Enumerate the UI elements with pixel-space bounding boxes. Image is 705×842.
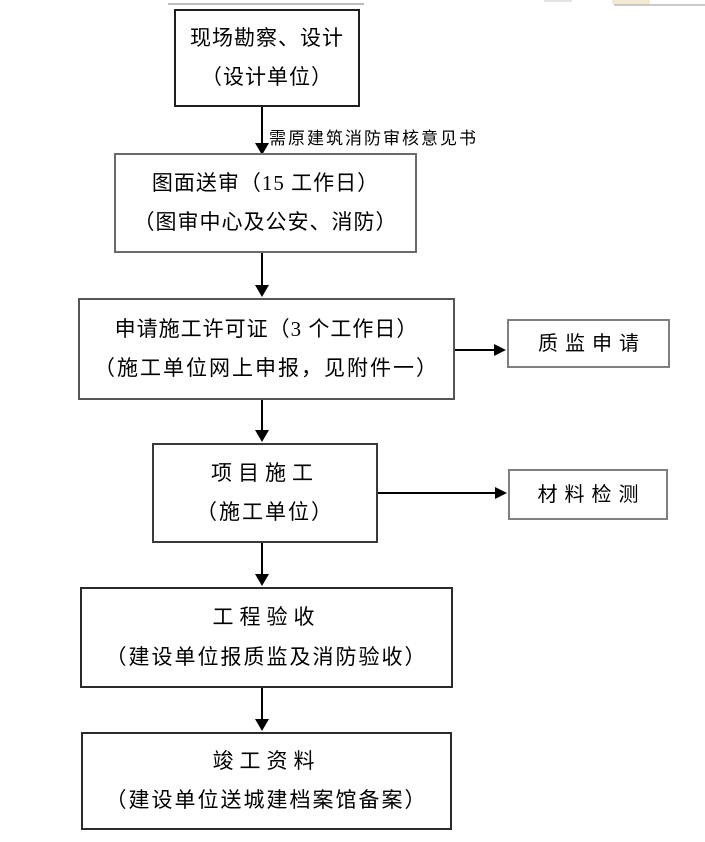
top-edge-artifact-dash (544, 0, 572, 2)
edge-label-fire-review-note: 需原建筑消防审核意见书 (269, 129, 478, 148)
arrowhead-right-icon (494, 344, 506, 356)
flow-node-subtitle: （建设单位送城建档案馆备案） (105, 787, 428, 812)
flow-node-label: 材料检测 (537, 483, 646, 506)
flow-node-title: 现场勘察、设计 (190, 26, 344, 51)
flow-node-title: 申请施工许可证（3 个工作日） (114, 316, 419, 341)
arrowhead-down-icon (255, 143, 269, 155)
flow-node-title: 图面送审（15 工作日） (151, 171, 380, 195)
arrow-construction-to-acceptance (261, 543, 263, 575)
flow-node-subtitle: （建设单位报质监及消防验收） (105, 644, 428, 669)
flow-node-project-acceptance: 工程验收 （建设单位报质监及消防验收） (80, 587, 453, 688)
flow-node-quality-supervision-application: 质监申请 (507, 319, 670, 368)
top-edge-artifact-line (168, 3, 364, 5)
flow-node-completion-archive: 竣工资料 （建设单位送城建档案馆备案） (81, 732, 452, 830)
arrowhead-down-icon (255, 285, 269, 297)
flow-node-subtitle: （施工单位） (196, 500, 334, 524)
arrow-construction-to-material-testing (378, 492, 496, 494)
flow-node-subtitle: （图审中心及公安、消防） (133, 210, 398, 234)
arrow-permit-to-construction (261, 400, 263, 431)
flow-node-title: 工程验收 (212, 605, 321, 630)
flow-node-title: 项目施工 (211, 461, 319, 485)
top-edge-artifact-line-right (614, 4, 705, 6)
flow-node-drawing-review: 图面送审（15 工作日） （图审中心及公安、消防） (114, 153, 417, 253)
arrowhead-down-icon (255, 574, 269, 586)
arrow-permit-to-quality-supervision (455, 349, 495, 351)
flow-node-subtitle: （施工单位网上申报，见附件一） (94, 356, 439, 381)
flow-node-subtitle: （设计单位） (201, 64, 333, 89)
arrowhead-down-icon (255, 430, 269, 442)
arrowhead-right-icon (495, 487, 507, 499)
top-edge-artifact-beige (612, 0, 650, 4)
flow-node-label: 质监申请 (538, 332, 646, 355)
arrowhead-down-icon (255, 719, 269, 731)
flow-node-survey-design: 现场勘察、设计 （设计单位） (174, 9, 360, 107)
flow-node-project-construction: 项目施工 （施工单位） (152, 443, 378, 543)
flow-node-title: 竣工资料 (212, 749, 321, 774)
flow-node-material-testing: 材料检测 (508, 469, 668, 520)
arrow-survey-to-review (261, 107, 263, 144)
arrow-acceptance-to-archive (261, 688, 263, 720)
arrow-review-to-permit (261, 253, 263, 286)
flow-node-permit-application: 申请施工许可证（3 个工作日） （施工单位网上申报，见附件一） (78, 298, 455, 400)
